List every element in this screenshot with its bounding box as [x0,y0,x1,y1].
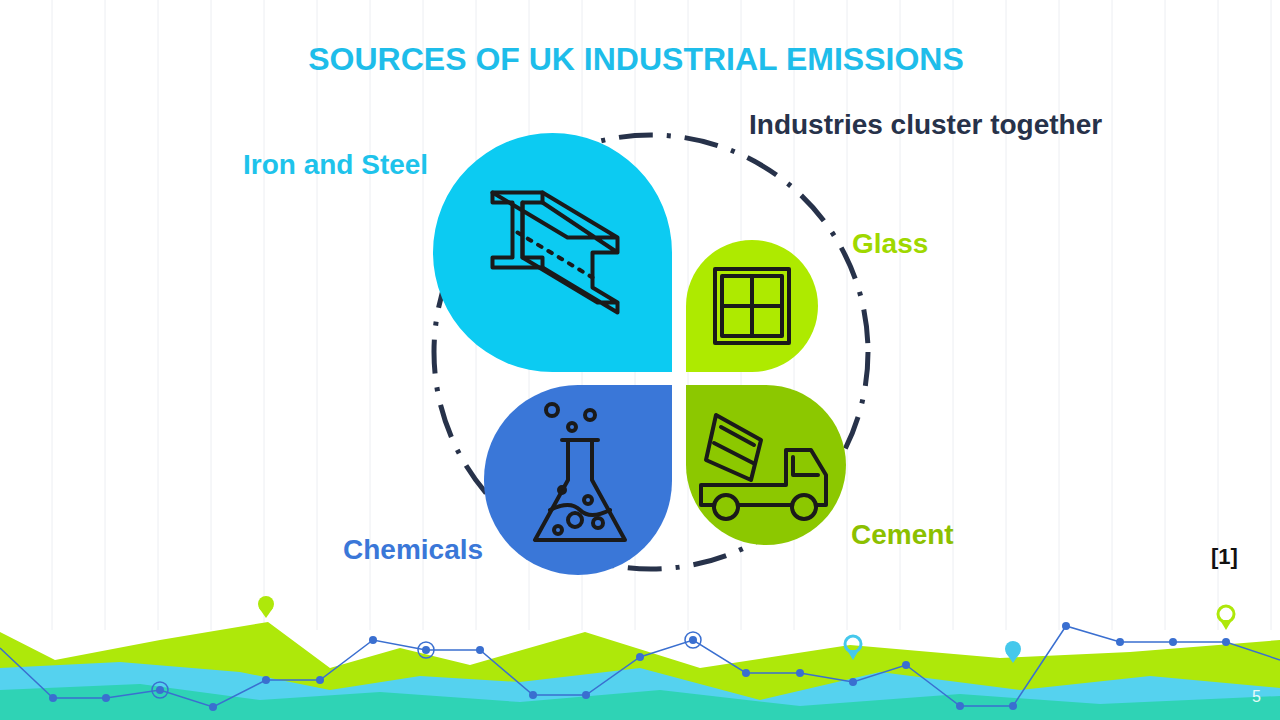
beam-icon [493,193,618,313]
petal-shape [433,133,672,372]
industry-label: Iron and Steel [243,150,428,181]
footer-waves [0,622,1280,720]
industry-petal: Chemicals [484,385,672,575]
industry-label: Cement [851,520,954,551]
cluster-note: Industries cluster together [749,110,1102,141]
industry-label: Glass [852,229,928,260]
truck-icon [701,415,826,519]
industry-petal: Iron and Steel [433,133,672,372]
flask-icon [535,404,625,540]
footer-line-chart [0,622,1280,711]
petal-shape [686,385,846,545]
map-pins [258,596,1234,663]
window-icon [715,269,789,343]
petal-shape [686,240,818,372]
grid-lines [52,0,1271,630]
industry-label: Chemicals [343,535,483,566]
reference-number: [1] [1211,545,1238,569]
petal-shape [484,385,672,575]
page-number: 5 [1252,688,1261,706]
title: SOURCES OF UK INDUSTRIAL EMISSIONS [308,42,963,77]
industry-petal: Glass [686,240,818,372]
industry-petal: Cement [686,385,846,545]
